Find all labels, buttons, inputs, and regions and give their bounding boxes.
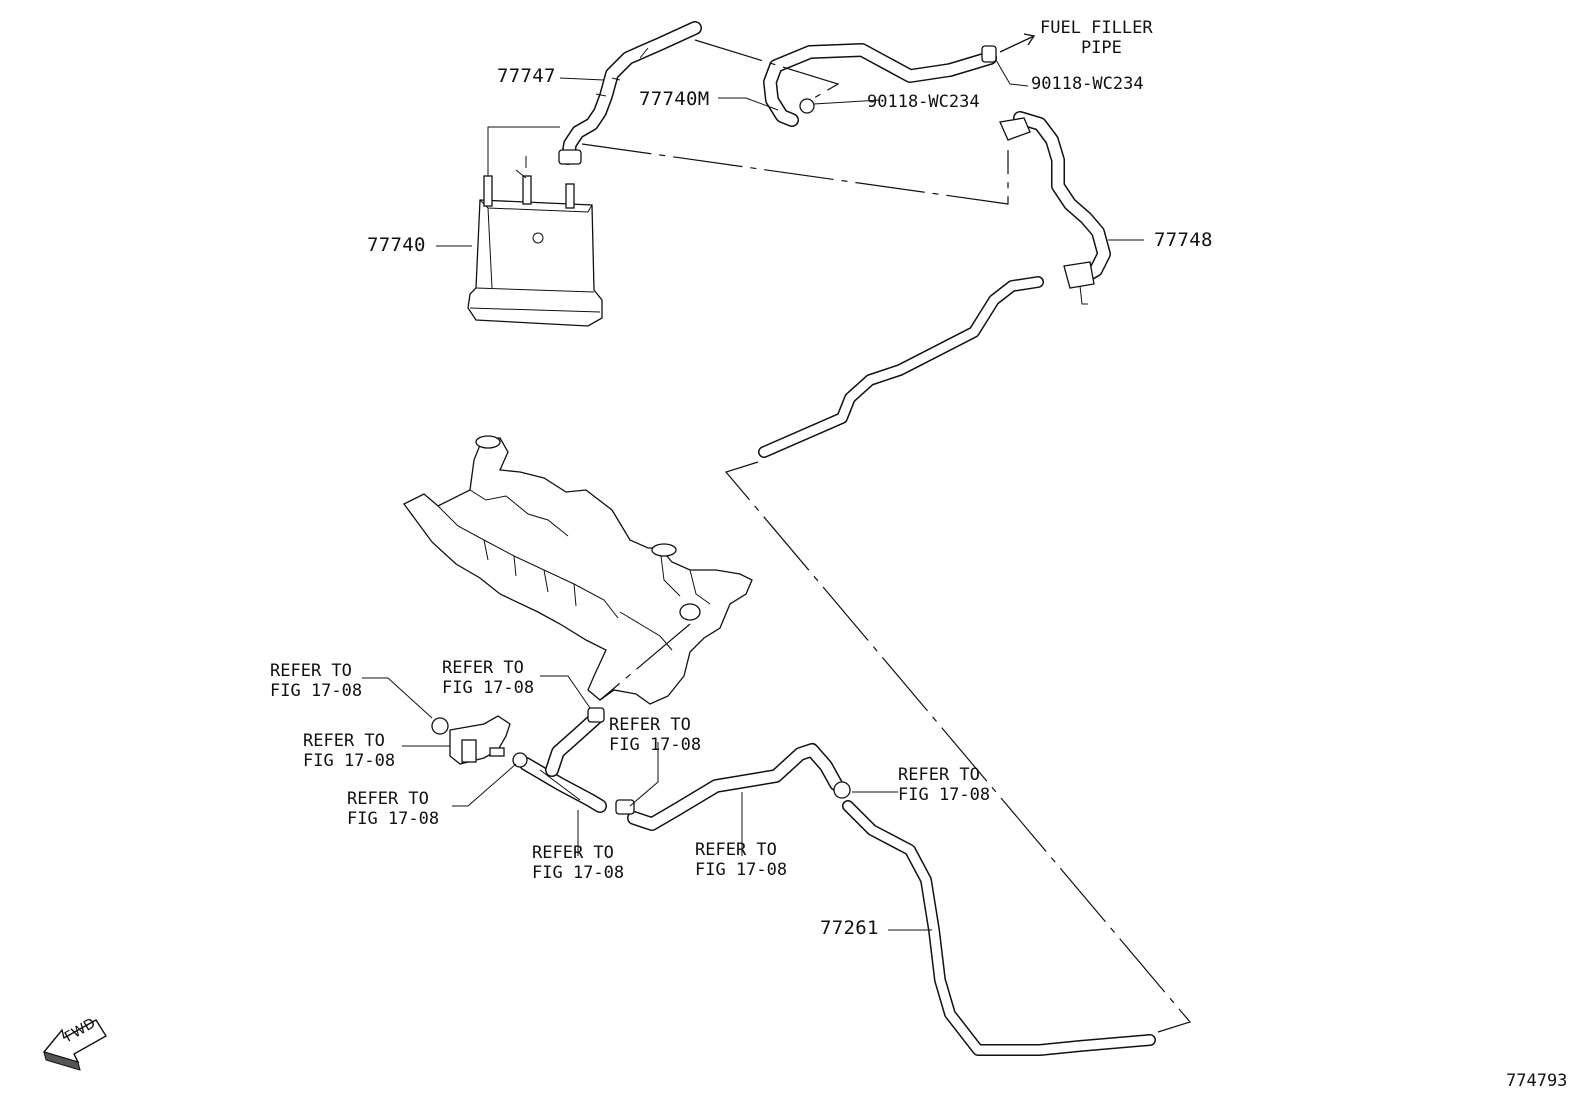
pipe-long — [758, 276, 1044, 458]
intake-manifold — [403, 435, 753, 705]
fwd-arrow-icon — [42, 1019, 107, 1071]
label-fuel-filler-pipe: FUEL FILLER PIPE — [1040, 18, 1153, 58]
label-77261: 77261 — [820, 917, 879, 939]
small-hose-mid — [545, 707, 605, 777]
label-refer-5: REFER TO FIG 17-08 — [347, 789, 440, 829]
label-77748: 77748 — [1154, 229, 1213, 251]
figure-number: 774793 — [1506, 1071, 1568, 1091]
label-refer-3: REFER TO FIG 17-08 — [303, 731, 396, 771]
label-refer-7: REFER TO FIG 17-08 — [532, 843, 625, 883]
hose-lower-mid — [615, 743, 851, 831]
label-77747: 77747 — [497, 65, 556, 87]
connection-line-manifold — [599, 623, 691, 701]
label-refer-4: REFER TO FIG 17-08 — [609, 715, 702, 755]
label-77740m: 77740M — [639, 88, 710, 110]
charcoal-canister — [467, 169, 603, 327]
label-clamp-90118-a: 90118-WC234 — [867, 92, 980, 112]
hose-77740m — [763, 43, 997, 127]
label-refer-8: REFER TO FIG 17-08 — [695, 840, 788, 880]
connection-line-canister — [581, 143, 1009, 205]
label-refer-1: REFER TO FIG 17-08 — [270, 661, 363, 701]
fuel-filler-arrow — [999, 33, 1036, 53]
label-refer-2: REFER TO FIG 17-08 — [442, 658, 535, 698]
label-refer-6: REFER TO FIG 17-08 — [898, 765, 991, 805]
hose-77261 — [842, 800, 1156, 1056]
hose-77748 — [999, 111, 1111, 305]
leader-lines — [362, 59, 1144, 931]
hose-77747 — [558, 21, 702, 165]
connection-line-77740m — [694, 39, 840, 99]
label-77740: 77740 — [367, 234, 426, 256]
connection-line-long — [724, 461, 1192, 1033]
canister-bracket-line — [487, 126, 560, 176]
label-clamp-90118-b: 90118-WC234 — [1031, 74, 1144, 94]
small-hose-left — [512, 752, 607, 813]
vsv-valve — [431, 715, 511, 765]
